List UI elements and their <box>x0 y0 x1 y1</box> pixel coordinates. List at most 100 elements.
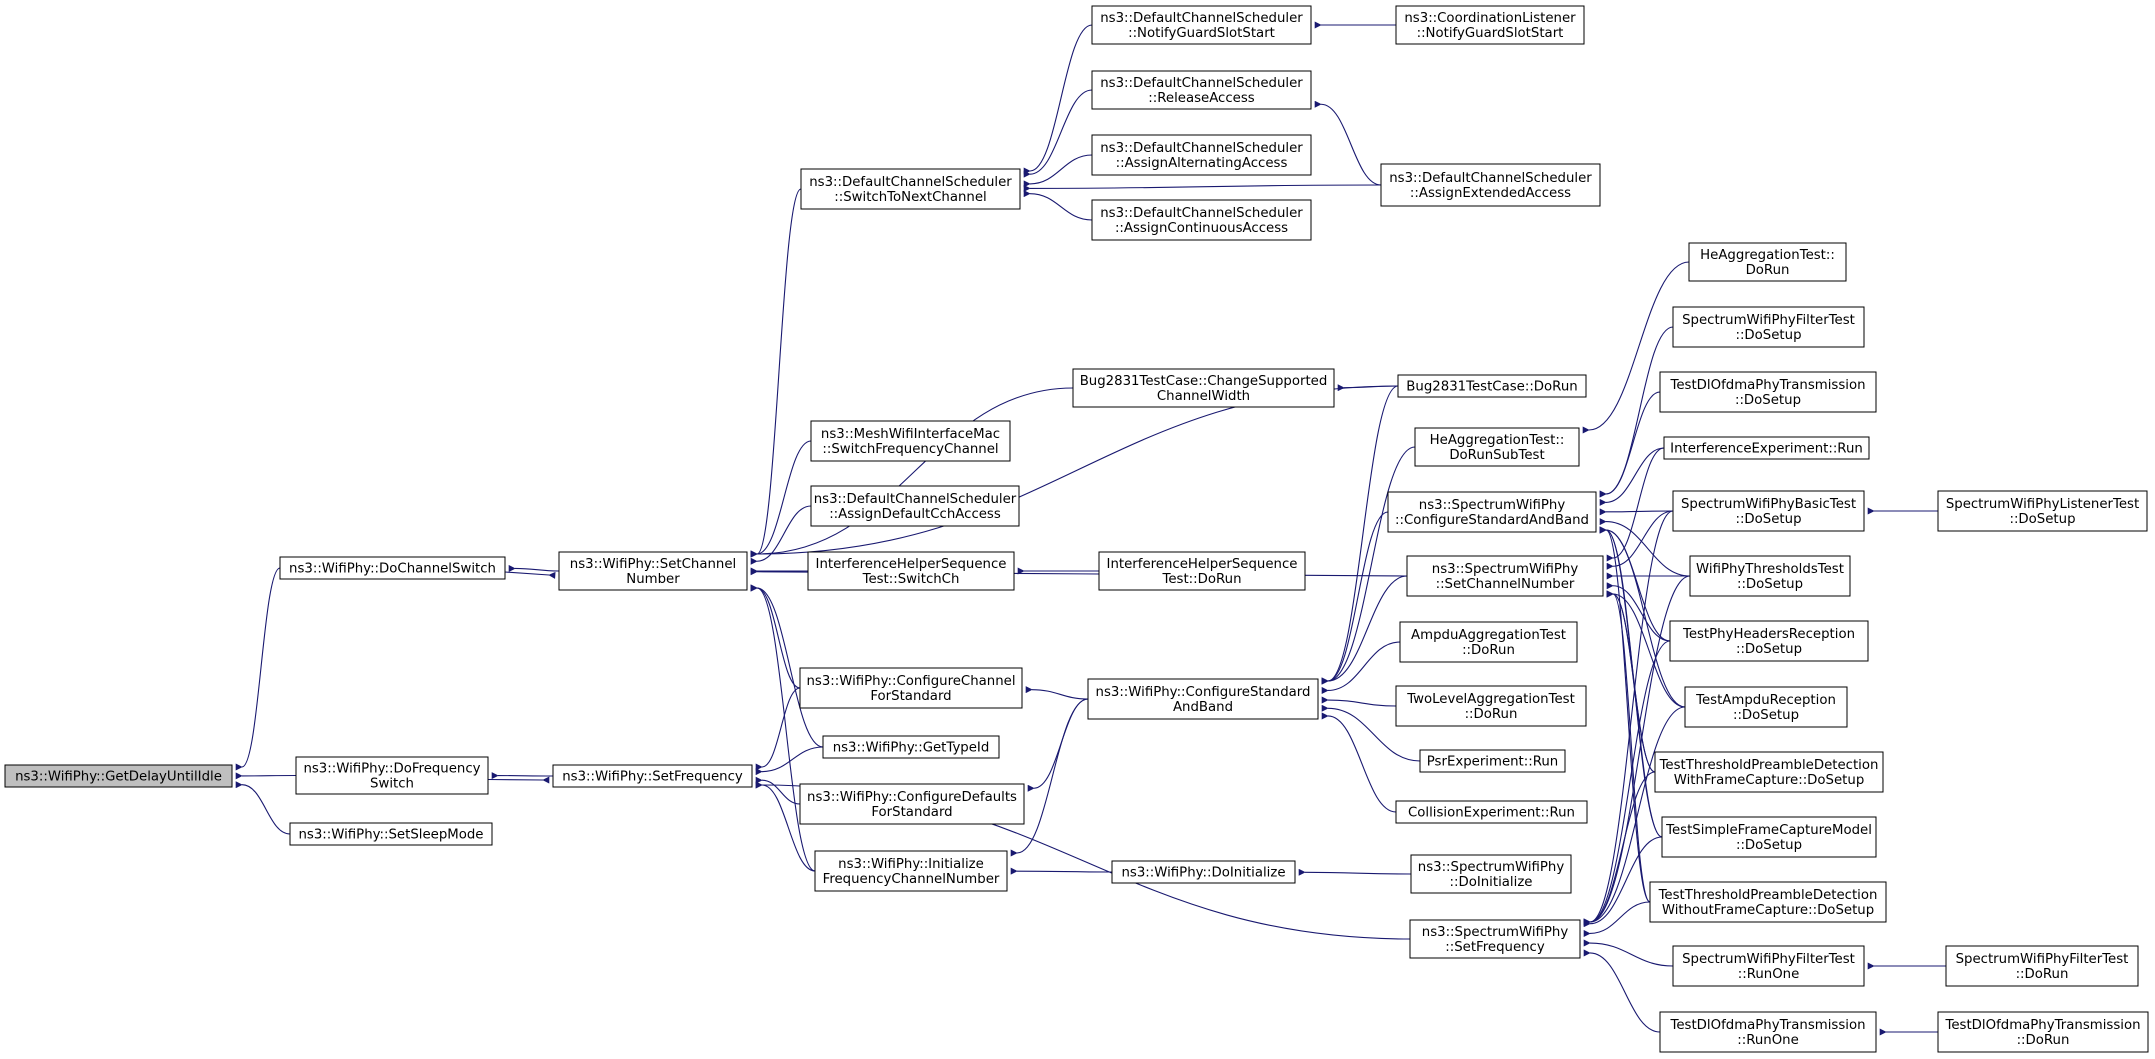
node-setsleepmode[interactable]: ns3::WifiPhy::SetSleepMode <box>289 822 493 846</box>
node-configdefaults[interactable]: ns3::WifiPhy::ConfigureDefaultsForStanda… <box>799 783 1025 825</box>
node-label: AndBand <box>1173 700 1233 715</box>
node-filterrunone[interactable]: SpectrumWifiPhyFilterTest::RunOne <box>1672 945 1865 987</box>
edge-doinitialize-specdoinit <box>1298 868 1412 876</box>
node-psrexp[interactable]: PsrExperiment::Run <box>1419 749 1566 773</box>
edge-switchtonext-assigncont <box>1023 190 1093 221</box>
node-box <box>810 485 1020 527</box>
node-label: ns3::WifiPhy::SetChannel <box>570 557 736 572</box>
node-box <box>4 764 233 788</box>
node-twolevel[interactable]: TwoLevelAggregationTest::DoRun <box>1395 685 1587 727</box>
node-assignext[interactable]: ns3::DefaultChannelScheduler::AssignExte… <box>1380 163 1601 207</box>
node-collexp[interactable]: CollisionExperiment::Run <box>1395 800 1588 824</box>
node-specsetchan[interactable]: ns3::SpectrumWifiPhy::SetChannelNumber <box>1406 555 1604 597</box>
node-label: ns3::WifiPhy::ConfigureDefaults <box>807 790 1017 805</box>
node-threshwithout[interactable]: TestThresholdPreambleDetectionWithoutFra… <box>1649 881 1887 923</box>
node-box <box>558 551 748 591</box>
node-box <box>1091 70 1312 110</box>
edge-switchtonext-releaseaccess <box>1023 89 1093 178</box>
node-gettypeid[interactable]: ns3::WifiPhy::GetTypeId <box>822 735 1000 759</box>
node-specsetfreq[interactable]: ns3::SpectrumWifiPhy::SetFrequency <box>1409 919 1581 959</box>
node-coordlistener[interactable]: ns3::CoordinationListener::NotifyGuardSl… <box>1395 5 1585 45</box>
node-label: ns3::DefaultChannelScheduler <box>1389 171 1592 186</box>
node-headersrx[interactable]: TestPhyHeadersReception::DoSetup <box>1669 620 1869 662</box>
node-label: FrequencyChannelNumber <box>823 872 1000 887</box>
node-hesubtest[interactable]: HeAggregationTest::DoRunSubTest <box>1414 427 1580 467</box>
node-simplecapture[interactable]: TestSimpleFrameCaptureModel::DoSetup <box>1661 816 1877 858</box>
node-setfrequency[interactable]: ns3::WifiPhy::SetFrequency <box>552 764 753 788</box>
node-label: Number <box>626 572 680 587</box>
node-bugchange[interactable]: Bug2831TestCase::ChangeSupportedChannelW… <box>1072 368 1335 408</box>
node-switchtonext[interactable]: ns3::DefaultChannelScheduler::SwitchToNe… <box>800 168 1021 210</box>
node-box <box>1649 881 1887 923</box>
edge-specconfig-threshwithout <box>1599 526 1651 903</box>
node-label: ns3::SpectrumWifiPhy <box>1422 925 1569 940</box>
edge-releaseaccess-assignext <box>1314 100 1382 186</box>
edge-switchtonext-assignalt <box>1023 154 1093 188</box>
node-assigndefault[interactable]: ns3::DefaultChannelScheduler::AssignDefa… <box>810 485 1020 527</box>
node-box <box>1689 555 1851 597</box>
node-label: TestDlOfdmaPhyTransmission <box>1944 1018 2140 1033</box>
node-label: ns3::DefaultChannelScheduler <box>1100 206 1303 221</box>
node-box <box>1945 945 2139 987</box>
node-thresholds[interactable]: WifiPhyThresholdsTest::DoSetup <box>1689 555 1851 597</box>
edge-specsetfreq-basicsetup <box>1583 510 1674 926</box>
node-ampduagg[interactable]: AmpduAggregationTest::DoRun <box>1399 621 1578 663</box>
node-label: TestSimpleFrameCaptureModel <box>1665 823 1872 838</box>
node-specdoinit[interactable]: ns3::SpectrumWifiPhy::DoInitialize <box>1410 854 1572 894</box>
node-label: ::DoSetup <box>1736 642 1802 657</box>
node-label: Test::SwitchCh <box>862 572 960 587</box>
node-initfreq[interactable]: ns3::WifiPhy::InitializeFrequencyChannel… <box>814 850 1008 892</box>
node-doinitialize[interactable]: ns3::WifiPhy::DoInitialize <box>1111 860 1296 884</box>
node-setchannelnumber[interactable]: ns3::WifiPhy::SetChannelNumber <box>558 551 748 591</box>
node-dlofdmarunone[interactable]: TestDlOfdmaPhyTransmission::RunOne <box>1659 1011 1877 1053</box>
node-label: Test::DoRun <box>1161 572 1241 587</box>
node-dlofdmasetup[interactable]: TestDlOfdmaPhyTransmission::DoSetup <box>1659 371 1877 413</box>
node-configstdband[interactable]: ns3::WifiPhy::ConfigureStandardAndBand <box>1087 678 1319 720</box>
node-box <box>807 551 1015 591</box>
edge-specconfig-basicsetup <box>1599 508 1674 516</box>
node-basicsetup[interactable]: SpectrumWifiPhyBasicTest::DoSetup <box>1672 490 1865 532</box>
node-meshswitch[interactable]: ns3::MeshWifiInterfaceMac::SwitchFrequen… <box>810 420 1011 462</box>
edge-setchannelnumber-gettypeid <box>750 584 824 748</box>
node-specconfig[interactable]: ns3::SpectrumWifiPhy::ConfigureStandardA… <box>1387 491 1597 533</box>
node-label: ::AssignDefaultCchAccess <box>829 507 1001 522</box>
node-filterdorun[interactable]: SpectrumWifiPhyFilterTest::DoRun <box>1945 945 2139 987</box>
node-label: ::DoRun <box>1465 707 1518 722</box>
node-box <box>1406 555 1604 597</box>
node-label: ::DoSetup <box>1733 708 1799 723</box>
node-box <box>552 764 753 788</box>
node-listenersetup[interactable]: SpectrumWifiPhyListenerTest::DoSetup <box>1937 490 2148 532</box>
node-label: ::AssignExtendedAccess <box>1410 186 1571 201</box>
node-dlofdmadorun[interactable]: TestDlOfdmaPhyTransmission::DoRun <box>1937 1011 2149 1053</box>
node-label: WithFrameCapture::DoSetup <box>1674 773 1865 788</box>
node-assignalt[interactable]: ns3::DefaultChannelScheduler::AssignAlte… <box>1091 134 1312 176</box>
node-threshwith[interactable]: TestThresholdPreambleDetectionWithFrameC… <box>1654 751 1884 793</box>
node-label: DoRun <box>1746 263 1790 278</box>
node-ampdurx[interactable]: TestAmpduReception::DoSetup <box>1684 686 1848 728</box>
node-notifyguard[interactable]: ns3::DefaultChannelScheduler::NotifyGuar… <box>1091 5 1312 45</box>
node-hedorun[interactable]: HeAggregationTest::DoRun <box>1688 242 1847 282</box>
node-interfexp[interactable]: InterferenceExperiment::Run <box>1663 436 1870 460</box>
node-box <box>799 783 1025 825</box>
node-box <box>1654 751 1884 793</box>
node-box <box>1387 491 1597 533</box>
node-filtersetup[interactable]: SpectrumWifiPhyFilterTest::DoSetup <box>1672 306 1865 348</box>
node-box <box>800 168 1021 210</box>
node-box <box>1672 490 1865 532</box>
node-label: ns3::SpectrumWifiPhy <box>1419 498 1566 513</box>
node-getdelay[interactable]: ns3::WifiPhy::GetDelayUntilIdle <box>4 764 233 788</box>
edge-specsetchan-ampdurx <box>1606 590 1686 708</box>
node-box <box>1098 551 1306 591</box>
node-label: ::DoSetup <box>1735 512 1801 527</box>
node-assigncont[interactable]: ns3::DefaultChannelScheduler::AssignCont… <box>1091 199 1312 241</box>
node-box <box>1397 374 1587 398</box>
node-dochannelswitch[interactable]: ns3::WifiPhy::DoChannelSwitch <box>279 556 506 580</box>
node-releaseaccess[interactable]: ns3::DefaultChannelScheduler::ReleaseAcc… <box>1091 70 1312 110</box>
node-label: ::DoSetup <box>1737 577 1803 592</box>
node-bugdorun[interactable]: Bug2831TestCase::DoRun <box>1397 374 1587 398</box>
node-configchannel[interactable]: ns3::WifiPhy::ConfigureChannelForStandar… <box>799 667 1023 709</box>
